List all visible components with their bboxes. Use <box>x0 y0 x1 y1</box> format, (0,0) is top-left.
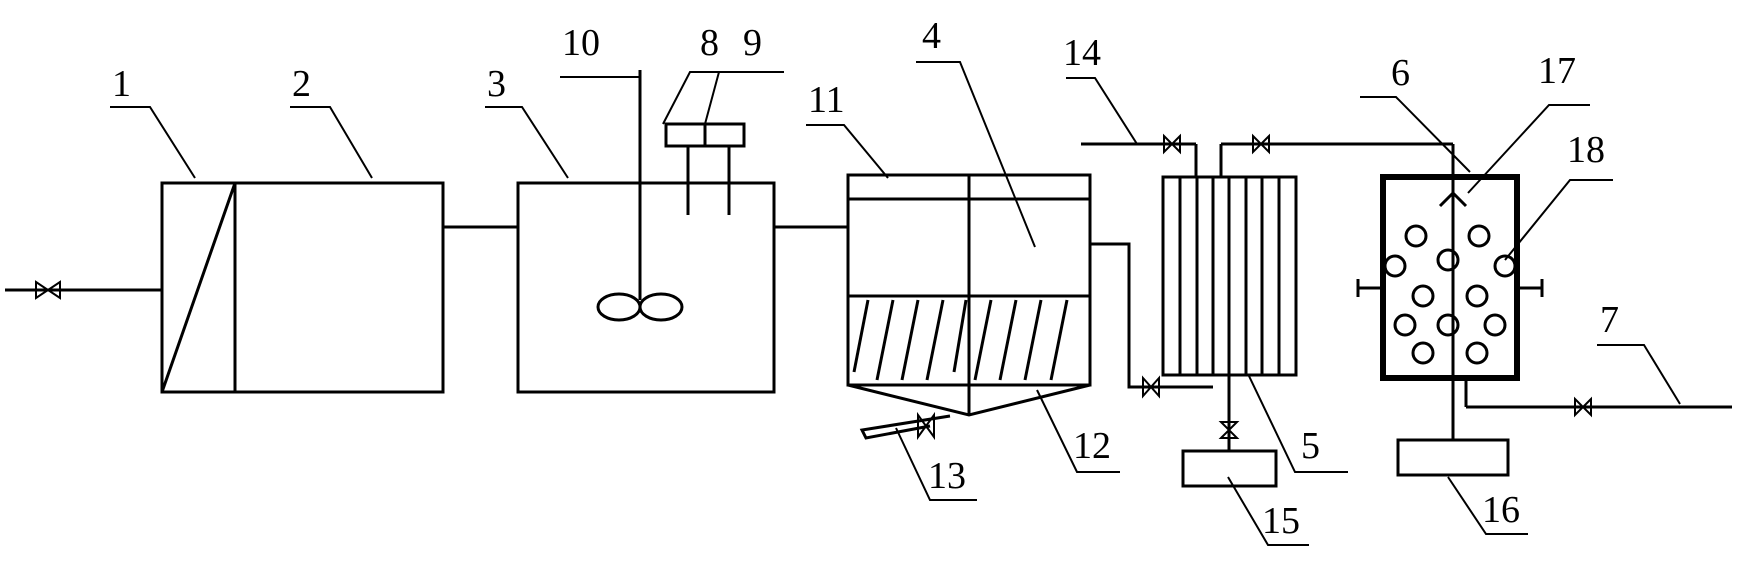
tank-unit-2 <box>233 181 445 394</box>
reaction-tank-unit-3 <box>516 181 776 394</box>
outlet-valve-icon <box>1574 396 1592 418</box>
screen-unit-1 <box>160 181 237 394</box>
packing-spheres-18 <box>1383 224 1517 365</box>
label-2: 2 <box>292 63 311 105</box>
valve-15-icon <box>1218 421 1240 439</box>
pipe-14 <box>1081 142 1198 177</box>
probe-9-icon <box>703 122 746 215</box>
leader-lines <box>110 61 1681 546</box>
pipe-5-6-top <box>1219 142 1455 193</box>
label-18: 18 <box>1567 129 1605 171</box>
label-8: 8 <box>700 22 719 64</box>
sludge-outlet-13 <box>859 414 951 440</box>
settling-tank-unit-4 <box>846 173 1092 417</box>
label-3: 3 <box>487 63 506 105</box>
label-12: 12 <box>1073 425 1111 467</box>
label-1: 1 <box>112 63 131 105</box>
pipe-4-5 <box>1090 242 1213 389</box>
probe-8-icon <box>664 122 707 215</box>
tank-unit-15 <box>1181 449 1278 488</box>
label-9: 9 <box>743 22 762 64</box>
membrane-module-unit-5 <box>1161 175 1298 377</box>
valve-14-icon <box>1163 133 1181 155</box>
label-7: 7 <box>1600 299 1619 341</box>
label-13: 13 <box>928 455 966 497</box>
inlet-valve-icon <box>35 280 61 300</box>
label-10: 10 <box>562 22 600 64</box>
valve-5-6-icon <box>1252 133 1270 155</box>
packing-hatch-12 <box>852 299 1069 381</box>
label-15: 15 <box>1262 500 1300 542</box>
label-14: 14 <box>1063 32 1101 74</box>
tank-unit-16 <box>1396 438 1510 477</box>
label-11: 11 <box>808 79 845 121</box>
outlet-pipe-7 <box>1451 378 1732 440</box>
column-unit-6 <box>1356 174 1544 381</box>
label-17: 17 <box>1538 50 1576 92</box>
label-6: 6 <box>1391 52 1410 94</box>
label-4: 4 <box>922 15 941 57</box>
sludge-valve-icon <box>917 411 935 441</box>
label-5: 5 <box>1301 425 1320 467</box>
valve-4-5-icon <box>1142 375 1160 399</box>
label-16: 16 <box>1482 489 1520 531</box>
stirrer-icon <box>596 70 684 322</box>
